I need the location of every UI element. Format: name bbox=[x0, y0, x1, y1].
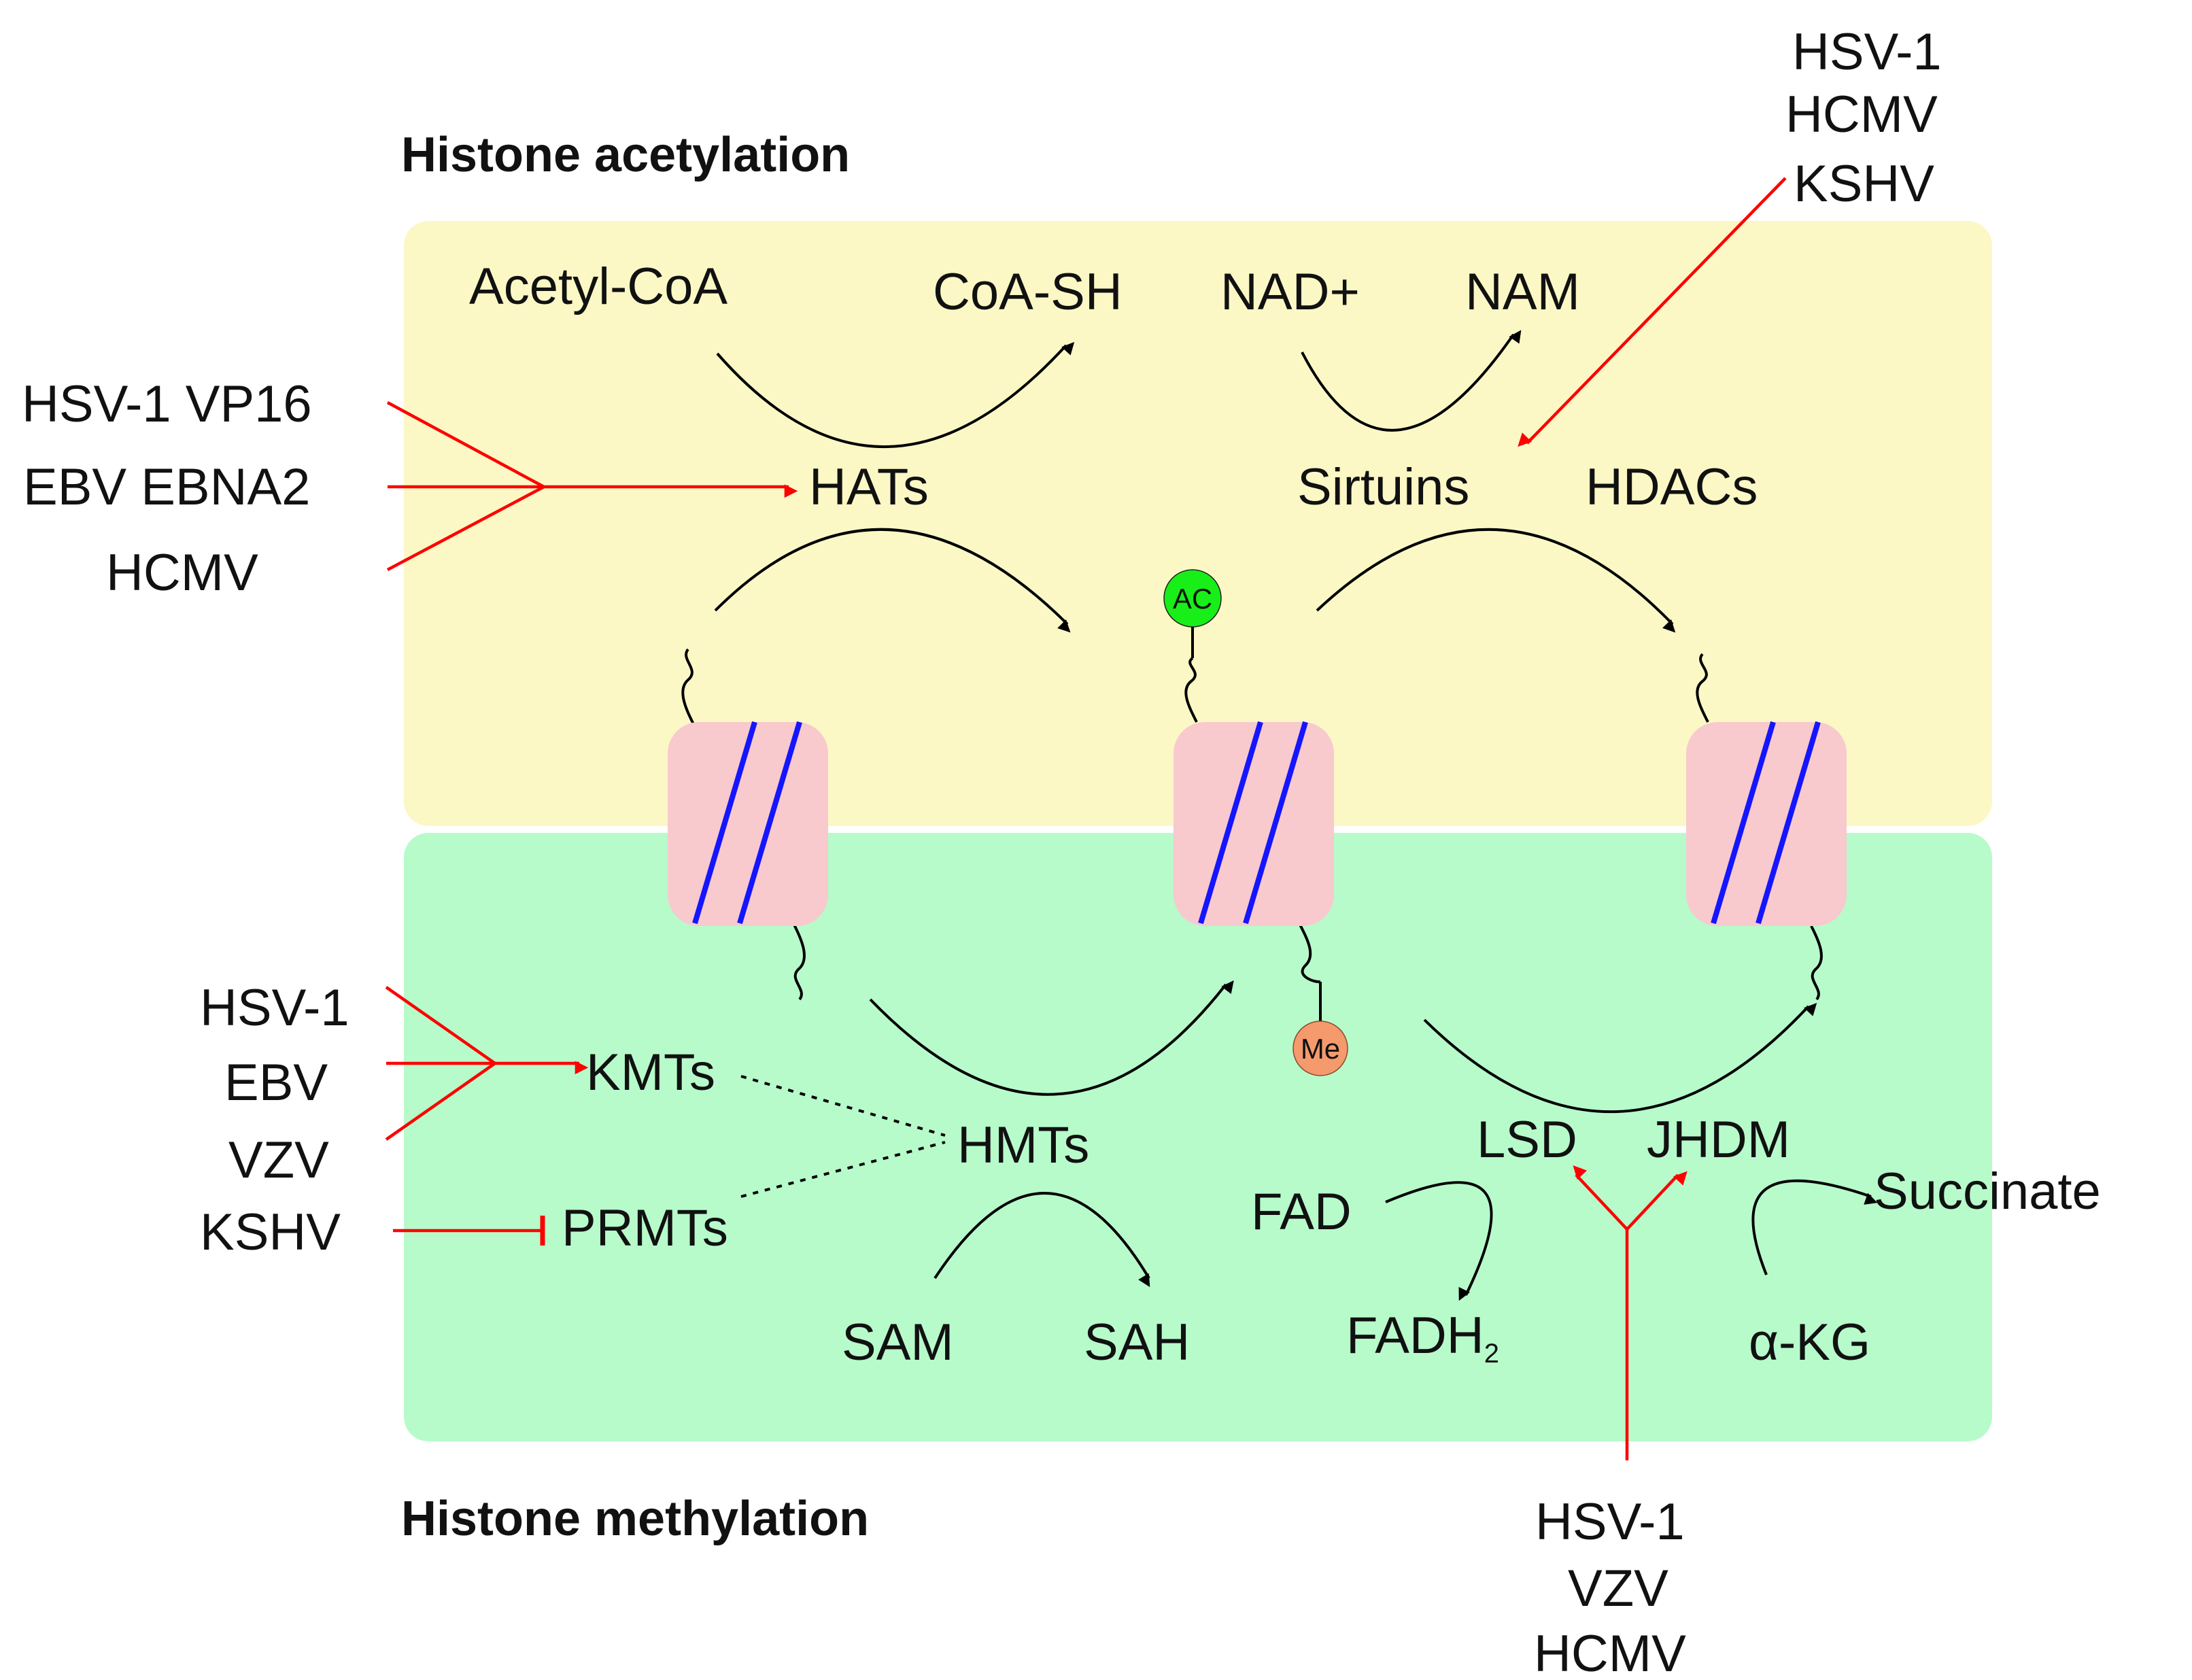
kmt-virus-3: VZV bbox=[228, 1131, 329, 1189]
kmts-label: KMTs bbox=[586, 1044, 715, 1101]
red-line bbox=[385, 1062, 496, 1141]
sirtuin-virus-1: HSV-1 bbox=[1792, 23, 1942, 81]
jhdm-label: JHDM bbox=[1647, 1111, 1790, 1169]
nucleosome-unmodified bbox=[1686, 653, 1847, 1001]
hat-reaction-arrow bbox=[714, 528, 1071, 633]
hats-virus-1: HSV-1 VP16 bbox=[22, 375, 312, 433]
kmt-virus-2: EBV bbox=[224, 1054, 328, 1112]
methyl-mark bbox=[1292, 1021, 1348, 1076]
histone-tail bbox=[1299, 924, 1321, 984]
prmts-label: PRMTs bbox=[562, 1199, 728, 1257]
akg-to-succinate-arrow bbox=[1751, 1179, 1878, 1275]
sirtuin-activation-arrow bbox=[1518, 177, 1787, 447]
red-arrow bbox=[1573, 1165, 1628, 1231]
acetyl-coa-to-coa-sh-arrow bbox=[716, 342, 1075, 449]
demethylase-virus-3: HCMV bbox=[1534, 1625, 1686, 1680]
nucleosome-unmodified bbox=[668, 648, 828, 1001]
lsd-label: LSD bbox=[1477, 1111, 1577, 1169]
sirtuin-virus-2: HCMV bbox=[1785, 86, 1938, 143]
hats-virus-3: HCMV bbox=[106, 544, 258, 602]
acetyl-mark-label: AC bbox=[1173, 583, 1212, 615]
red-line bbox=[386, 485, 545, 571]
red-arrow bbox=[1626, 1171, 1688, 1231]
demethylase-reaction-arrow bbox=[1423, 1003, 1817, 1114]
demethylase-virus-1: HSV-1 bbox=[1535, 1493, 1685, 1551]
sam-to-sah-arrow bbox=[934, 1192, 1150, 1288]
hdac-reaction-arrow bbox=[1316, 528, 1676, 633]
histone-tail bbox=[1184, 657, 1198, 723]
hats-label: HATs bbox=[809, 458, 929, 516]
fadh2-label: FADH2 bbox=[1346, 1307, 1499, 1369]
sirtuin-virus-3: KSHV bbox=[1794, 155, 1934, 213]
histone-tail bbox=[1696, 653, 1709, 723]
acetylation-title: Histone acetylation bbox=[401, 128, 850, 182]
succinate-label: Succinate bbox=[1874, 1163, 2101, 1220]
kmt-virus-1: HSV-1 bbox=[200, 979, 349, 1037]
nam-label: NAM bbox=[1465, 263, 1580, 321]
demethylase-activation-arrows bbox=[1573, 1165, 1688, 1460]
fad-label: FAD bbox=[1251, 1183, 1352, 1241]
dna-strand bbox=[737, 721, 802, 925]
histone-tail bbox=[1810, 925, 1823, 1001]
red-line bbox=[385, 986, 496, 1065]
fadh2-subscript: 2 bbox=[1484, 1339, 1499, 1369]
fadh2-base: FADH bbox=[1346, 1307, 1484, 1365]
dna-strand bbox=[1198, 721, 1263, 925]
red-line bbox=[386, 401, 545, 488]
prmt-virus: KSHV bbox=[200, 1203, 341, 1261]
hmts-label: HMTs bbox=[957, 1116, 1089, 1174]
nad-to-nam-arrow bbox=[1301, 330, 1522, 432]
demethylase-virus-2: VZV bbox=[1568, 1560, 1668, 1617]
acetyl-mark bbox=[1163, 569, 1222, 628]
sirtuins-label: Sirtuins bbox=[1297, 458, 1469, 516]
hmt-reaction-arrow bbox=[869, 980, 1234, 1096]
akg-label: α-KG bbox=[1749, 1314, 1870, 1371]
nucleosome-modified: AC Me bbox=[1163, 569, 1348, 1076]
hdacs-label: HDACs bbox=[1586, 458, 1758, 516]
hats-activation-arrows bbox=[386, 401, 798, 571]
methylation-title: Histone methylation bbox=[401, 1492, 869, 1546]
acetyl-coa-label: Acetyl-CoA bbox=[469, 258, 727, 315]
sam-label: SAM bbox=[842, 1314, 954, 1371]
sah-label: SAH bbox=[1084, 1314, 1190, 1371]
nad-label: NAD+ bbox=[1220, 263, 1360, 321]
dna-strand bbox=[1243, 721, 1308, 925]
hats-virus-2: EBV EBNA2 bbox=[23, 458, 310, 516]
prmt-hmt-link bbox=[740, 1141, 946, 1198]
dna-strand bbox=[1756, 721, 1821, 925]
coa-sh-label: CoA-SH bbox=[933, 263, 1123, 321]
kmt-activation-arrows bbox=[385, 986, 589, 1141]
dna-strand bbox=[692, 721, 757, 925]
fad-to-fadh2-arrow bbox=[1385, 1181, 1493, 1301]
histone-tail bbox=[681, 648, 695, 725]
dna-strand bbox=[1711, 721, 1776, 925]
methyl-mark-label: Me bbox=[1301, 1033, 1340, 1065]
histone-tail bbox=[793, 924, 806, 1001]
methylation-panel bbox=[404, 833, 1992, 1441]
